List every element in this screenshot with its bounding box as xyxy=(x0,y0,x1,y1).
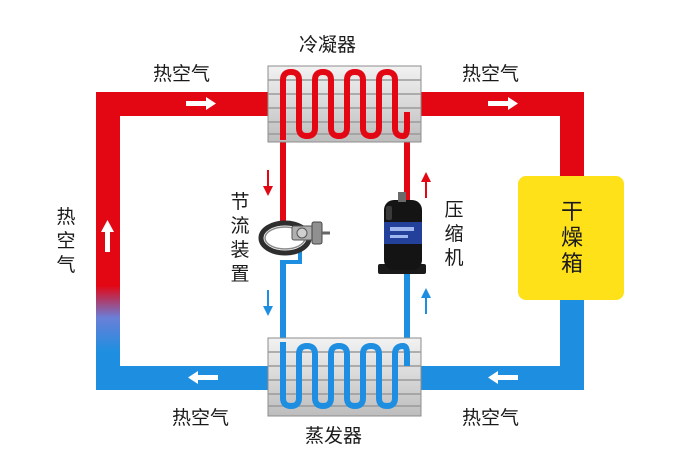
condenser-coil xyxy=(280,69,410,140)
throttle-label: 节流装置 xyxy=(230,191,250,285)
dryer-box xyxy=(518,176,624,300)
arrow-right-icon xyxy=(186,97,216,110)
dryer-label: 干燥箱 xyxy=(560,200,583,277)
compressor-label: 压缩机 xyxy=(444,199,464,269)
hot-air-label-top-right: 热空气 xyxy=(462,63,520,85)
hot-air-label-top-left: 热空气 xyxy=(153,63,211,85)
condenser-label: 冷凝器 xyxy=(299,34,357,56)
flow-arrow-down-blue xyxy=(263,290,273,316)
hot-air-label-bottom-left: 热空气 xyxy=(172,407,230,429)
evaporator xyxy=(267,337,422,417)
flow-arrow-up-blue xyxy=(421,288,431,314)
duct-bottom-right xyxy=(420,298,584,390)
flow-arrow-up-red xyxy=(421,172,431,198)
arrow-up-icon xyxy=(101,220,114,252)
hot-air-label-left: 热空气 xyxy=(56,206,76,276)
arrow-left-icon xyxy=(188,371,218,384)
compressor xyxy=(378,192,426,274)
duct-top-right xyxy=(420,92,584,180)
arrow-left-icon xyxy=(488,371,518,384)
duct-arrows xyxy=(101,97,518,384)
evaporator-coil xyxy=(280,342,410,409)
condenser xyxy=(267,65,422,143)
evaporator-label: 蒸发器 xyxy=(305,425,363,447)
duct-bottom-left xyxy=(96,360,272,390)
flow-arrow-down-red xyxy=(263,170,273,196)
throttle-device xyxy=(258,220,330,256)
hot-air-label-bottom-right: 热空气 xyxy=(462,407,520,429)
arrow-right-icon xyxy=(488,97,518,110)
